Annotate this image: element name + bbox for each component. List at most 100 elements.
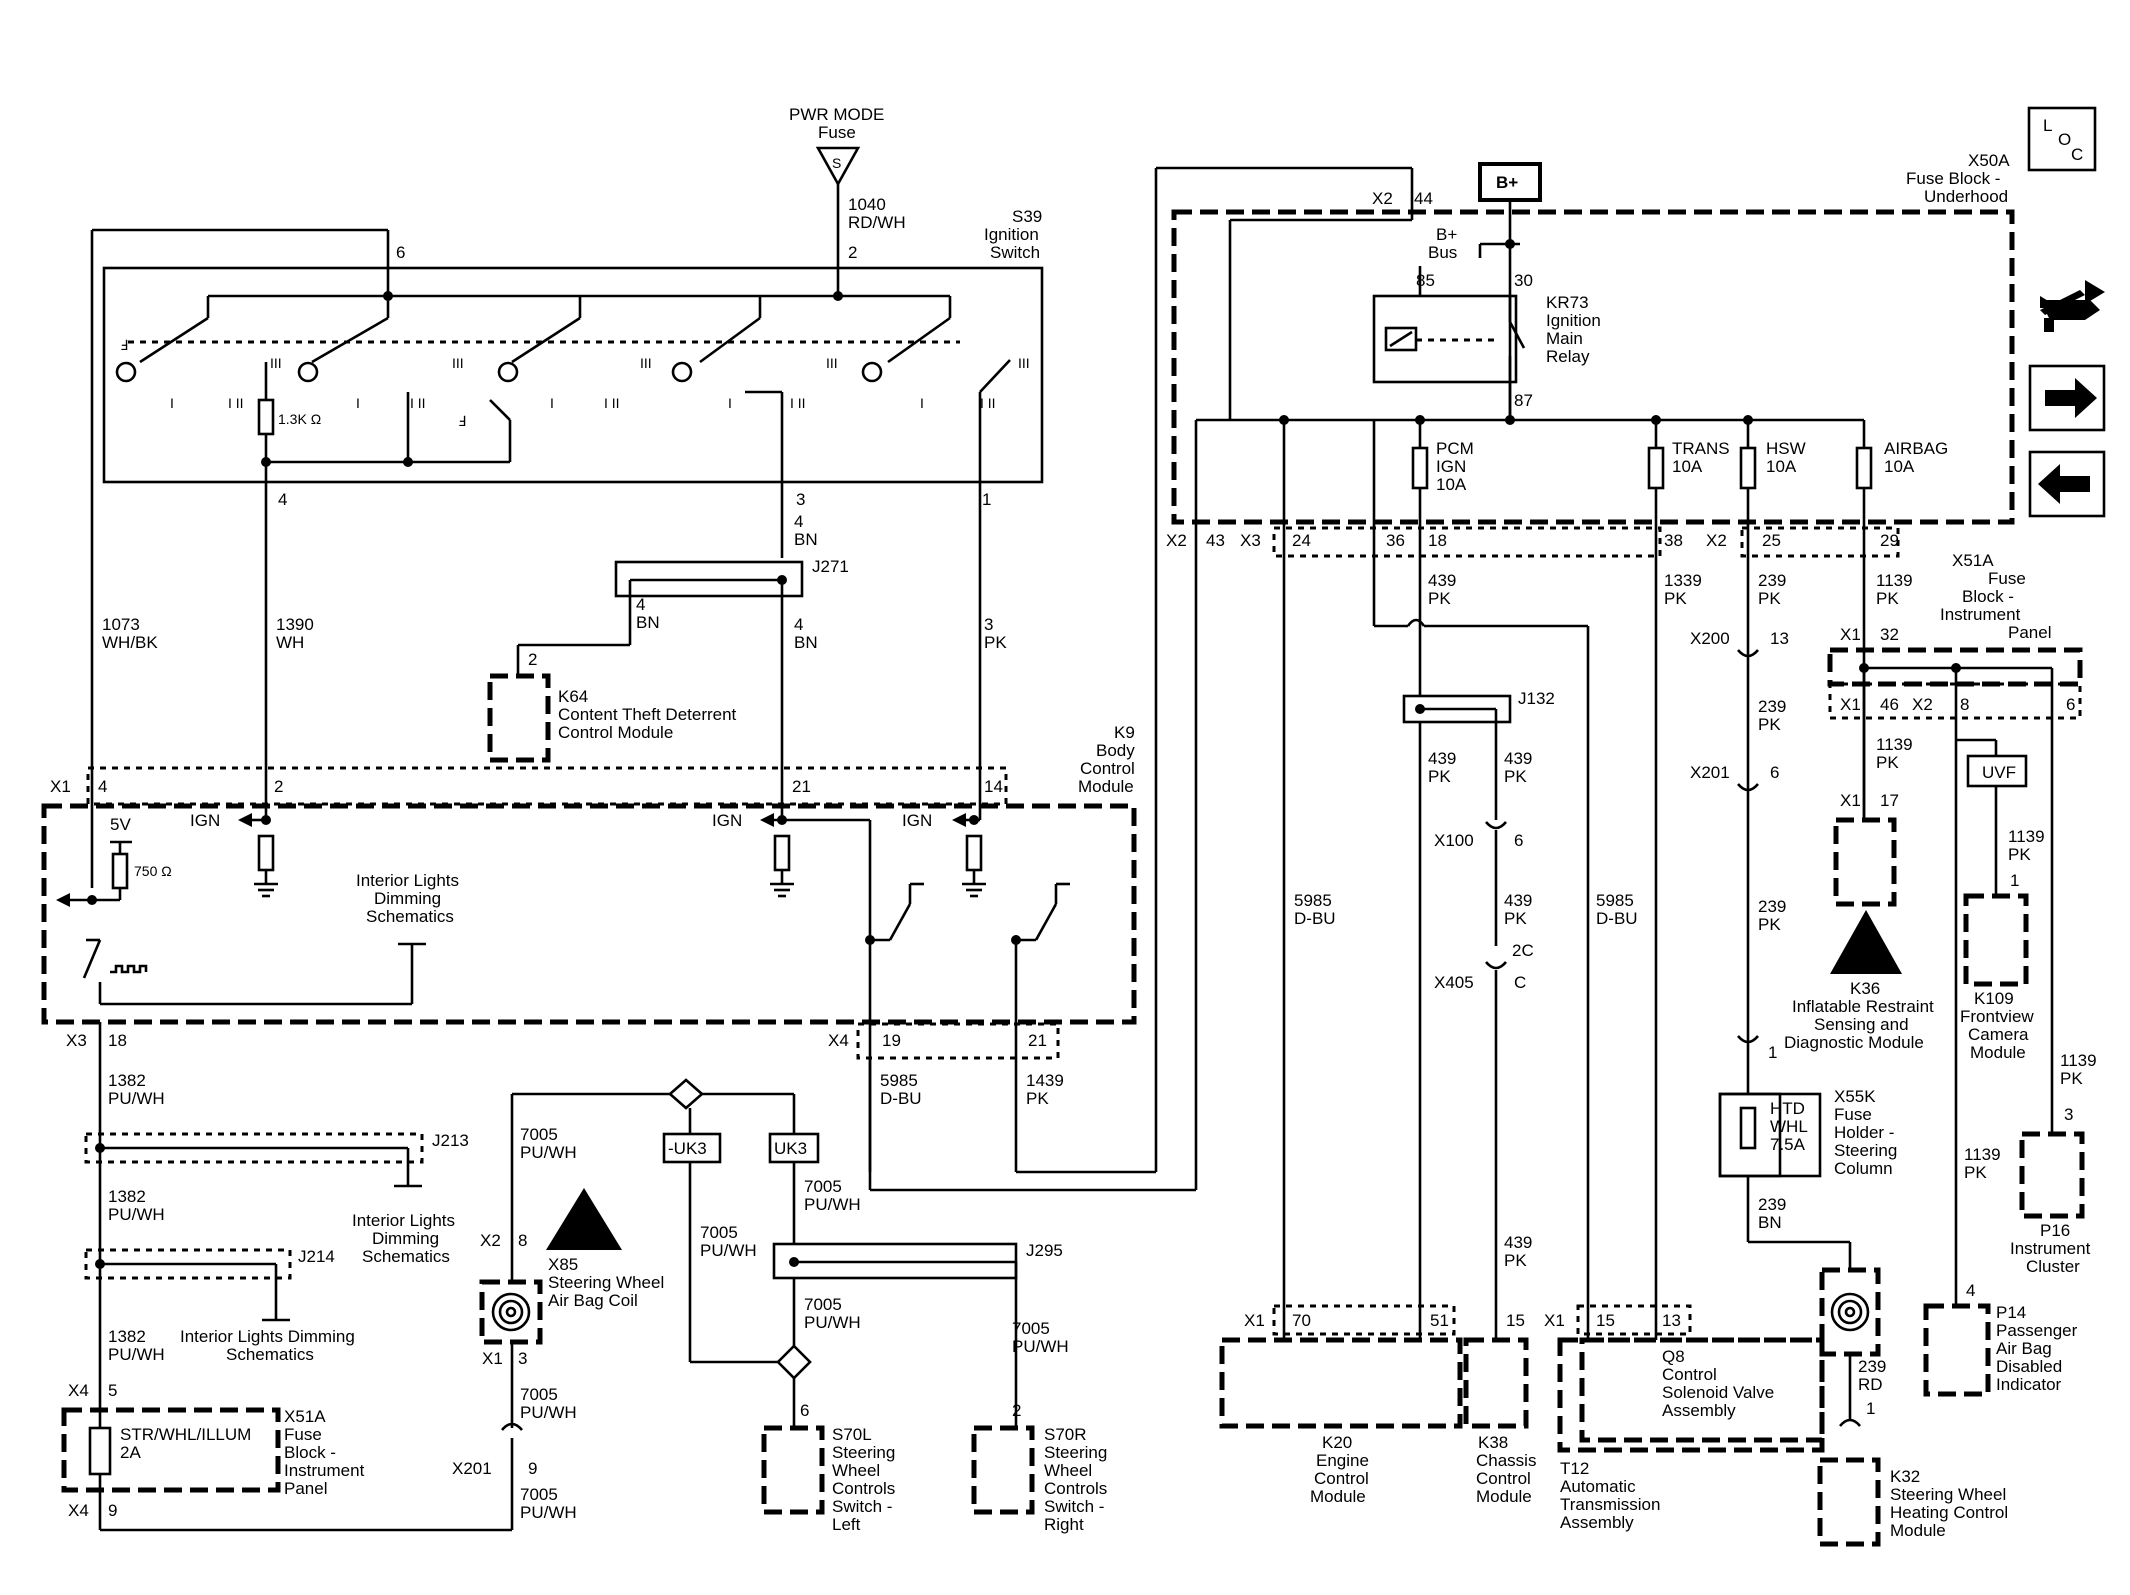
k36-inflatable-restraint-module: X1 17 K36 Inflatable Restraint Sensing a…: [1784, 791, 1934, 1052]
svg-text:9: 9: [528, 1459, 537, 1478]
x85-air-bag-coil: -UK3 UK3 7005 PU/WH 7005 PU/WH 7005 PU/W…: [452, 1078, 861, 1530]
svg-text:PK: PK: [1876, 753, 1899, 772]
svg-text:UK3: UK3: [774, 1139, 807, 1158]
svg-text:IGN: IGN: [902, 811, 932, 830]
svg-text:239: 239: [1758, 697, 1786, 716]
svg-text:III: III: [640, 355, 652, 371]
svg-text:36: 36: [1386, 531, 1405, 550]
svg-text:RD/WH: RD/WH: [848, 213, 906, 232]
svg-text:Instrument: Instrument: [1940, 605, 2021, 624]
svg-text:Control: Control: [1662, 1365, 1717, 1384]
svg-text:Ignition: Ignition: [984, 225, 1039, 244]
svg-text:RD: RD: [1858, 1375, 1883, 1394]
x51a-fuse-block-lower: X4 5 STR/WHL/ILLUM 2A X51A Fuse Block - …: [61, 1381, 512, 1532]
svg-text:32: 32: [1880, 625, 1899, 644]
svg-text:WHL: WHL: [1770, 1117, 1808, 1136]
svg-text:Steering Wheel: Steering Wheel: [1890, 1485, 2006, 1504]
svg-text:29: 29: [1880, 531, 1899, 550]
svg-text:X1: X1: [1840, 695, 1861, 714]
arrow-right-icon[interactable]: [2028, 364, 2106, 432]
svg-text:Camera: Camera: [1968, 1025, 2029, 1044]
svg-text:Control Module: Control Module: [558, 723, 673, 742]
svg-text:25: 25: [1762, 531, 1781, 550]
arrow-left-icon[interactable]: [2028, 450, 2106, 518]
svg-text:Frontview: Frontview: [1960, 1007, 2034, 1026]
x50a-fuse-block-underhood: X50A Fuse Block - Underhood X2 44 B+ B+ …: [1166, 151, 2015, 558]
svg-text:C: C: [1514, 973, 1526, 992]
k9-body-control-module: K9 Body Control Module X1 4 2 21 14 IGN …: [41, 723, 1137, 1172]
svg-text:5V: 5V: [110, 815, 131, 834]
svg-text:PK: PK: [1504, 1251, 1527, 1270]
svg-text:PU/WH: PU/WH: [1012, 1337, 1069, 1356]
svg-text:X3: X3: [1240, 531, 1261, 550]
svg-text:PCM: PCM: [1436, 439, 1474, 458]
svg-text:PK: PK: [1664, 589, 1687, 608]
svg-text:S39: S39: [1012, 207, 1042, 226]
svg-text:Steering: Steering: [832, 1443, 895, 1462]
svg-text:L: L: [2043, 116, 2052, 135]
svg-text:13: 13: [1662, 1311, 1681, 1330]
svg-text:PU/WH: PU/WH: [804, 1313, 861, 1332]
svg-text:J132: J132: [1518, 689, 1555, 708]
k20-engine-control-module: X1 70 51 K20 Engine Control Module: [1219, 1304, 1463, 1506]
svg-text:1.3K Ω: 1.3K Ω: [278, 411, 321, 427]
svg-text:Block -: Block -: [284, 1443, 336, 1462]
svg-text:J295: J295: [1026, 1241, 1063, 1260]
svg-text:BN: BN: [1758, 1213, 1782, 1232]
k109-frontview-camera-module: K109 Frontview Camera Module: [1960, 893, 2034, 1062]
svg-text:3: 3: [796, 490, 805, 509]
svg-text:6: 6: [396, 243, 405, 262]
svg-text:K20: K20: [1322, 1433, 1352, 1452]
svg-text:17: 17: [1880, 791, 1899, 810]
svg-text:Interior Lights: Interior Lights: [352, 1211, 455, 1230]
svg-text:Module: Module: [1890, 1521, 1946, 1540]
svg-text:Ⅎ: Ⅎ: [458, 413, 466, 429]
svg-text:Inflatable Restraint: Inflatable Restraint: [1792, 997, 1934, 1016]
svg-text:1390: 1390: [276, 615, 314, 634]
svg-text:D-BU: D-BU: [1596, 909, 1638, 928]
svg-text:Panel: Panel: [284, 1479, 327, 1498]
svg-text:Automatic: Automatic: [1560, 1477, 1636, 1496]
svg-text:Controls: Controls: [1044, 1479, 1107, 1498]
svg-text:4: 4: [636, 595, 645, 614]
svg-text:Heating Control: Heating Control: [1890, 1503, 2008, 1522]
svg-text:4: 4: [794, 512, 803, 531]
svg-text:PK: PK: [2060, 1069, 2083, 1088]
svg-text:14: 14: [984, 777, 1003, 796]
svg-text:15: 15: [1506, 1311, 1525, 1330]
svg-text:X51A: X51A: [284, 1407, 326, 1426]
svg-text:I: I: [920, 395, 924, 411]
connector-arrows-icon[interactable]: [2040, 280, 2105, 332]
svg-text:X201: X201: [1690, 763, 1730, 782]
svg-text:X2: X2: [1912, 695, 1933, 714]
svg-text:7005: 7005: [520, 1125, 558, 1144]
svg-text:Right: Right: [1044, 1515, 1084, 1534]
svg-text:X4: X4: [68, 1501, 89, 1520]
svg-text:Schematics: Schematics: [362, 1247, 450, 1266]
svg-text:2: 2: [274, 777, 283, 796]
svg-text:6: 6: [800, 1401, 809, 1420]
hsw-wire-chain: X200 13 239 PK X201 6 239 PK 1 HTD WHL 7…: [1690, 629, 1897, 1270]
svg-text:III: III: [452, 355, 464, 371]
svg-text:IGN: IGN: [712, 811, 742, 830]
svg-text:Ignition: Ignition: [1546, 311, 1601, 330]
svg-text:Assembly: Assembly: [1662, 1401, 1736, 1420]
svg-text:X4: X4: [68, 1381, 89, 1400]
svg-text:8: 8: [518, 1231, 527, 1250]
j214-splice: J214 Interior Lights Dimming Schematics: [84, 1247, 355, 1364]
svg-text:Transmission: Transmission: [1560, 1495, 1660, 1514]
svg-text:PU/WH: PU/WH: [804, 1195, 861, 1214]
svg-text:Panel: Panel: [2008, 623, 2051, 642]
loc-button[interactable]: L O C: [2027, 106, 2097, 172]
svg-text:Module: Module: [1970, 1043, 2026, 1062]
j271-splice: J271: [516, 557, 849, 820]
svg-text:K38: K38: [1478, 1433, 1508, 1452]
s39-ignition-switch: S39 Ignition Switch 6 2 Ⅎ III III III II…: [90, 207, 1044, 888]
svg-text:18: 18: [108, 1031, 127, 1050]
svg-text:Q8: Q8: [1662, 1347, 1685, 1366]
svg-text:1139: 1139: [2060, 1051, 2097, 1070]
svg-text:Fuse: Fuse: [1988, 569, 2026, 588]
svg-text:1: 1: [1866, 1399, 1875, 1418]
svg-text:X1: X1: [482, 1349, 503, 1368]
svg-text:-UK3: -UK3: [668, 1139, 707, 1158]
